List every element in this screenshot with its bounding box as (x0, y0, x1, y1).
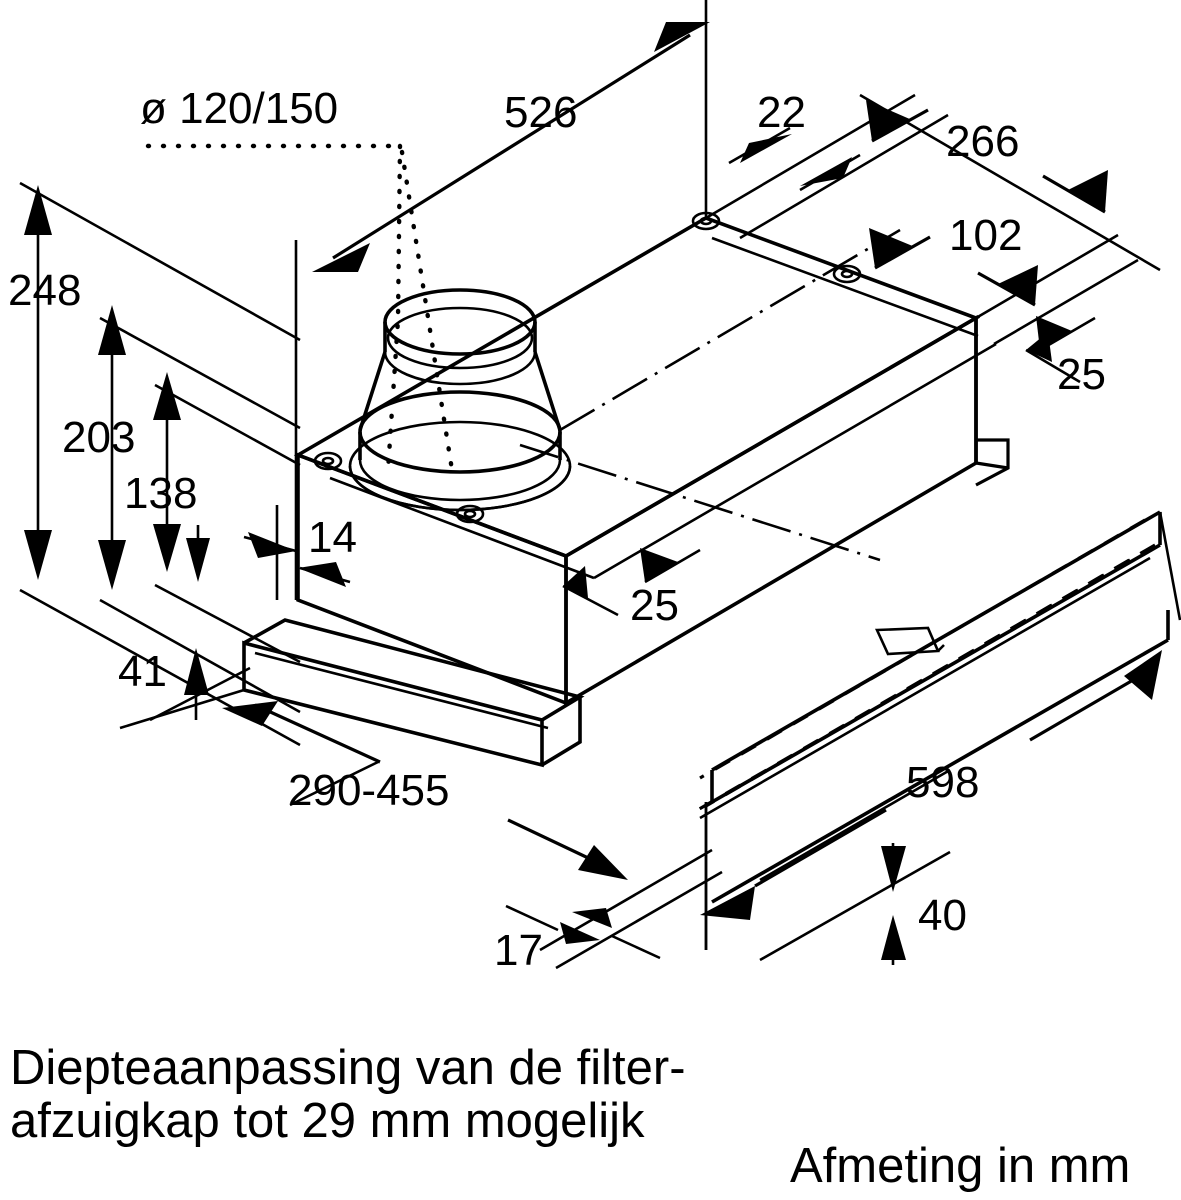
dim-label-22: 22 (757, 88, 806, 137)
dim-label-290-455: 290-455 (288, 766, 449, 815)
arrowhead-598-right (1124, 650, 1162, 700)
arrowhead-17-a (560, 922, 600, 944)
mount-boss-front-left (313, 451, 343, 471)
dim-25-right: 25 (975, 233, 1139, 399)
dim-526: 526 (294, 0, 710, 600)
duct-collar (348, 288, 572, 512)
caption-note-line2: afzuigkap tot 29 mm mogelijk (10, 1094, 645, 1148)
dim-40: 40 (759, 768, 967, 965)
dim-41: 41 (118, 647, 251, 730)
dim-203: 203 (62, 305, 301, 714)
dim-label-102: 102 (949, 211, 1022, 260)
dim-label-41: 41 (118, 647, 167, 696)
dim-25-front: 25 (562, 548, 701, 630)
arrowhead-right (654, 22, 710, 52)
dim-duct-diameter: ø 120/150 (140, 84, 455, 473)
arrowhead-102-a (869, 228, 915, 268)
dim-label-266: 266 (946, 117, 1019, 166)
front-rail (242, 618, 585, 768)
dim-598: 598 (700, 511, 1181, 950)
dim-label-598: 598 (906, 758, 979, 807)
dim-248: 248 (8, 181, 301, 747)
arrowhead-138-aux (186, 538, 210, 582)
dim-label-40: 40 (918, 891, 967, 940)
dim-label-25-right: 25 (1057, 350, 1106, 399)
arrowhead-203-top (98, 305, 126, 355)
arrowhead-22-a (740, 134, 792, 163)
arrowhead-598-left (700, 886, 755, 920)
arrowhead-41-top (184, 648, 209, 695)
arrowhead-290-right (578, 845, 628, 880)
mount-boss-rear-right (832, 264, 862, 284)
arrowhead-left (312, 243, 370, 272)
arrowhead-266-a (866, 100, 912, 141)
dim-label-17: 17 (494, 926, 543, 975)
dim-290-455: 290-455 (222, 701, 708, 950)
dim-138: 138 (124, 372, 301, 664)
arrowhead-25r-b (1026, 332, 1052, 362)
dim-label-14: 14 (308, 513, 357, 562)
caption-note-line1: Diepteaanpassing van de filter- (10, 1041, 686, 1095)
arrowhead-22-b (800, 157, 852, 186)
dim-label-203: 203 (62, 413, 135, 462)
arrowhead-248-bottom (24, 530, 52, 580)
arrowhead-14-a (248, 532, 296, 558)
arrowhead-25f-a (640, 548, 678, 582)
arrowhead-40-up (881, 915, 906, 960)
dim-17: 17 (494, 848, 723, 975)
dim-label-duct-diameter: ø 120/150 (140, 84, 338, 133)
dim-label-248: 248 (8, 266, 81, 315)
dim-label-25-front: 25 (630, 581, 679, 630)
arrowhead-40-down (881, 846, 906, 892)
arrowhead-25f-b (563, 566, 588, 598)
dim-22: 22 (705, 88, 949, 240)
arrowhead-203-bottom (98, 540, 126, 590)
pullout-panel (693, 510, 1170, 904)
arrowhead-248-top (24, 185, 52, 235)
arrowhead-102-b (998, 265, 1038, 305)
arrowhead-138-top (153, 372, 181, 420)
dim-102: 102 (869, 211, 1038, 307)
arrowhead-138-bottom (153, 524, 181, 572)
arrowhead-290-left (222, 701, 278, 726)
arrowhead-14-b (298, 562, 346, 587)
dim-label-138: 138 (124, 469, 197, 518)
dim-14: 14 (243, 505, 357, 600)
arrowhead-266-b (1068, 170, 1108, 212)
caption-units-note: Afmeting in mm (790, 1139, 1130, 1193)
